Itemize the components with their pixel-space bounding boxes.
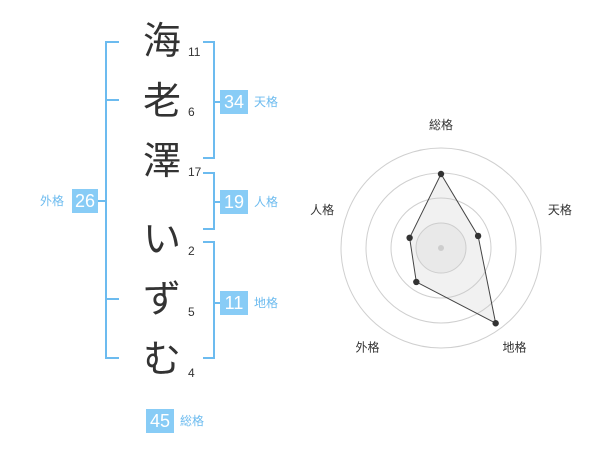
gaikaku-label: 外格	[40, 194, 65, 208]
chikaku-bracket	[203, 241, 215, 359]
jinkaku-value: 19	[220, 190, 248, 214]
stroke-count-4: 2	[188, 244, 195, 258]
name-char-4: い	[142, 217, 181, 261]
jinkaku-label: 人格	[254, 195, 279, 209]
chikaku-value: 11	[220, 291, 248, 315]
radar-point	[413, 278, 420, 286]
tenkaku-bracket	[203, 41, 215, 159]
radar-point	[492, 320, 499, 327]
tenkaku-label: 天格	[254, 95, 279, 109]
chikaku-label: 地格	[254, 296, 279, 310]
stroke-count-2: 6	[188, 105, 195, 119]
chikaku-connector	[214, 302, 221, 304]
radar-axis-label: 総格	[429, 117, 453, 132]
radar-point	[474, 232, 482, 240]
jinkaku-connector	[214, 201, 221, 203]
name-char-3: 澤	[142, 139, 181, 183]
stroke-count-1: 11	[188, 45, 201, 59]
name-char-6: む	[142, 337, 181, 381]
radar-area	[409, 172, 497, 325]
radar-axis-label: 天格	[548, 202, 572, 217]
tenkaku-connector	[214, 101, 221, 103]
gaikaku-bracket-tick	[105, 298, 119, 300]
radar-axis-label: 地格	[502, 340, 526, 355]
tenkaku-value: 34	[220, 90, 248, 114]
name-char-5: ず	[142, 277, 181, 321]
radar-point	[406, 234, 413, 242]
radar-point	[437, 170, 445, 178]
radar-axis-label: 外格	[356, 340, 380, 355]
soukaku-label: 総格	[180, 414, 205, 428]
stroke-count-3: 17	[188, 165, 202, 179]
radar-ring	[340, 147, 542, 349]
gaikaku-bracket-tick	[105, 99, 119, 101]
stroke-count-5: 5	[188, 305, 195, 319]
stroke-count-6: 4	[188, 366, 195, 380]
name-char-2: 老	[142, 79, 181, 123]
radar-ring	[390, 197, 492, 299]
name-char-1: 海	[142, 19, 181, 63]
gaikaku-bracket	[105, 41, 119, 359]
radar-axis-label: 人格	[310, 202, 334, 217]
radar-center	[438, 245, 444, 251]
gaikaku-value: 26	[72, 189, 98, 213]
soukaku-value: 45	[146, 409, 174, 433]
gaikaku-connector	[98, 200, 106, 202]
